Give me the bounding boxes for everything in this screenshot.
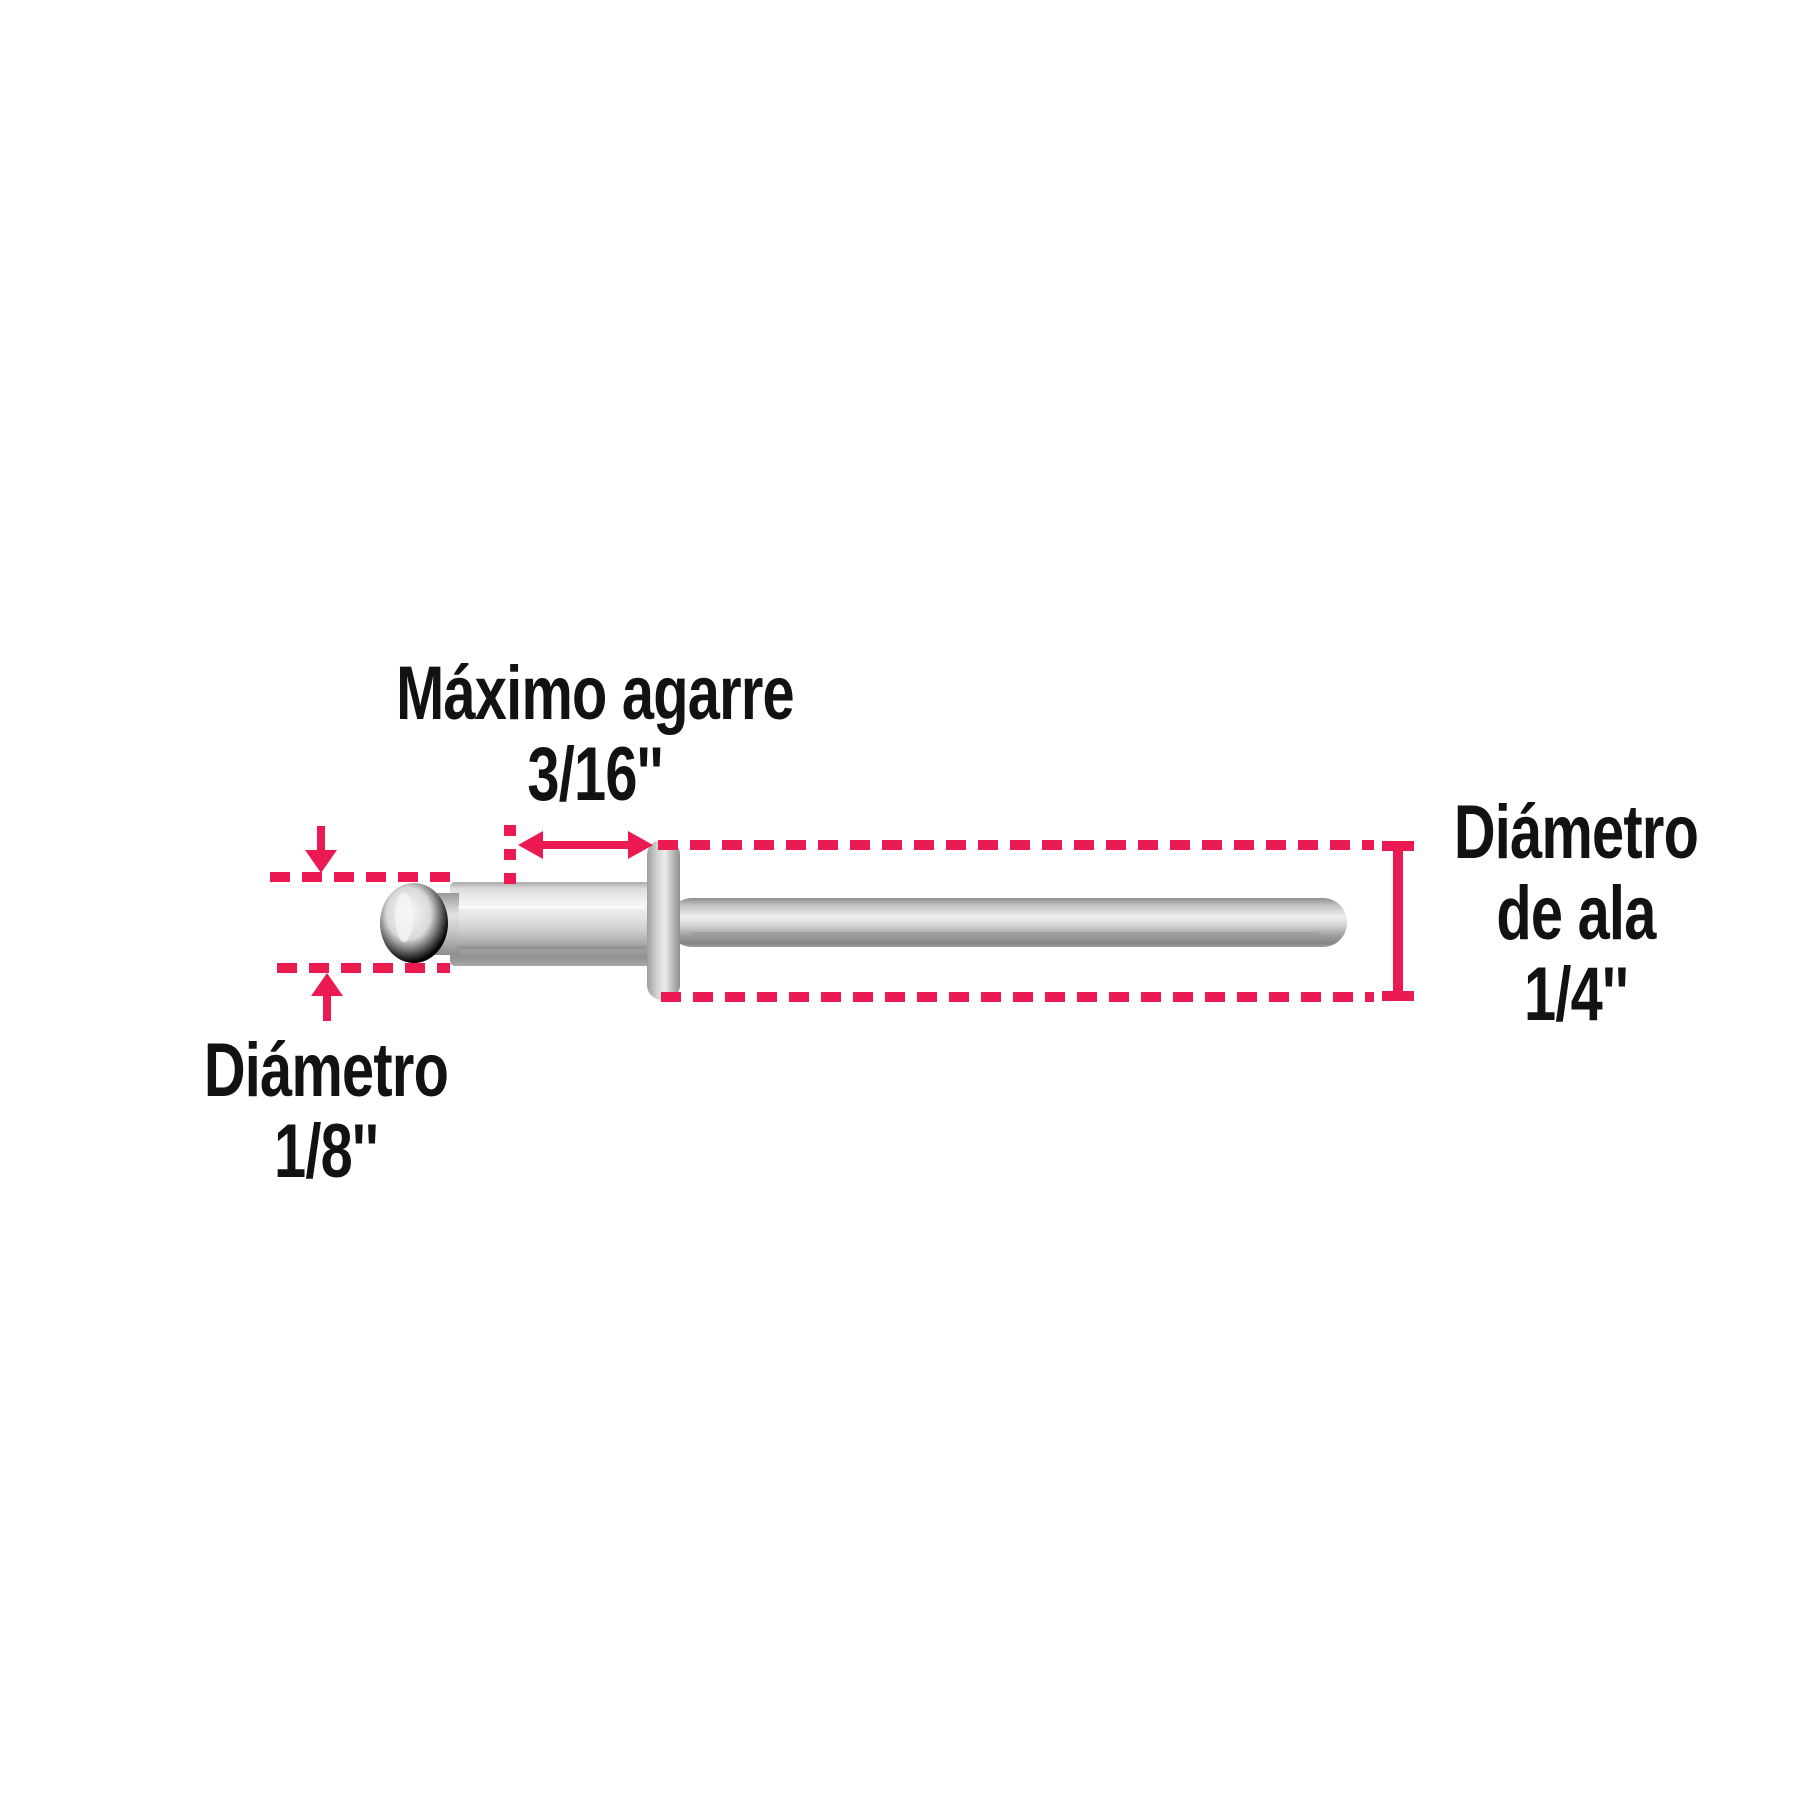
label-flange-diameter-line2: de ala xyxy=(1496,871,1656,956)
label-max-grip: Máximo agarre 3/16'' xyxy=(396,651,795,817)
rivet-head-highlight xyxy=(395,892,413,942)
rivet-illustration xyxy=(380,840,1347,1000)
rivet-mandrel-shadowline xyxy=(690,932,1320,937)
rivet-body xyxy=(450,882,652,966)
label-body-diameter: Diámetro 1/8'' xyxy=(203,1028,449,1194)
dim-max-grip xyxy=(504,825,653,887)
rivet-body-streak xyxy=(458,946,646,949)
label-flange-diameter-line3: 1/4'' xyxy=(1524,952,1629,1037)
label-flange-diameter: Diámetro de ala 1/4'' xyxy=(1453,790,1699,1037)
dim-grip-arrow-head-right xyxy=(628,831,653,859)
label-max-grip-line2: 3/16'' xyxy=(527,732,663,817)
rivet-head xyxy=(380,883,448,963)
label-body-diameter-line2: 1/8'' xyxy=(274,1109,379,1194)
dim-grip-arrow-head-left xyxy=(518,831,543,859)
rivet-flange xyxy=(647,840,680,1000)
dim-body-up-arrow-head xyxy=(311,973,343,996)
dim-body-diameter xyxy=(270,826,450,1021)
label-body-diameter-line1: Diámetro xyxy=(203,1028,449,1113)
label-flange-diameter-line1: Diámetro xyxy=(1453,790,1699,875)
rivet-body-streak xyxy=(458,905,646,909)
dim-body-down-arrow-head xyxy=(305,850,337,873)
dim-flange-diameter xyxy=(658,840,1414,1002)
rivet-mandrel xyxy=(668,898,1347,947)
label-max-grip-line1: Máximo agarre xyxy=(396,651,795,736)
